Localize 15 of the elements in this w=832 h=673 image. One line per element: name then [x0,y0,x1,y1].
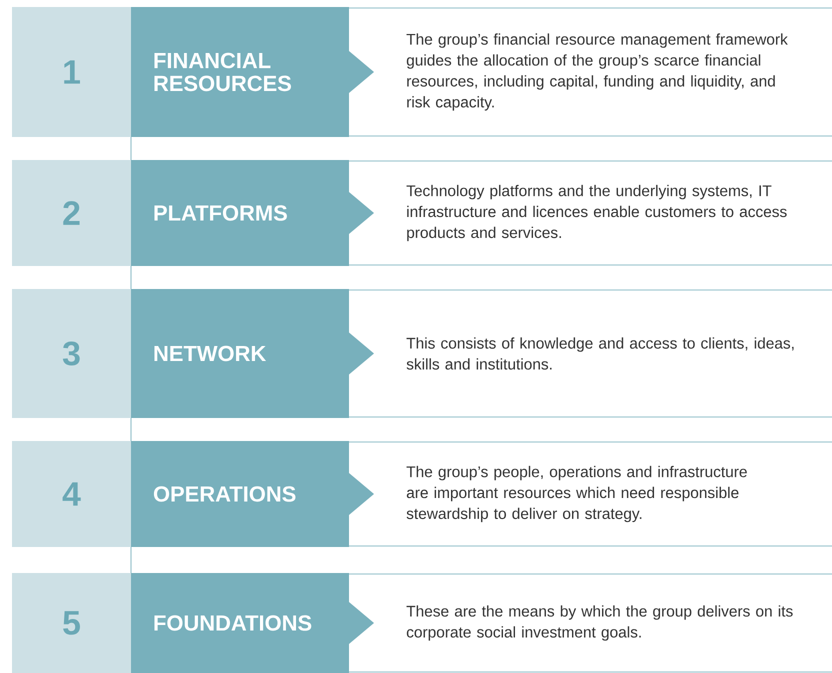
description-box: These are the means by which the group delivers on its corporate social investment goals. [348,574,832,672]
number-box: 4 [12,441,131,547]
description-box: Technology platforms and the underlying systems, IT infrastructure and licences enable customers to access products and services. [348,160,832,266]
number-box: 5 [12,573,131,673]
title-arrow-box: OPERATIONS [131,441,374,547]
title-arrow-box: NETWORK [131,289,374,418]
number-box: 3 [12,289,131,418]
number-box: 1 [12,7,131,137]
description-box: The group’s financial resource management framework guides the allocation of the group’s scarce financial resources, including capital, funding and liquidity, and risk capacity. [348,8,832,136]
description-box: This consists of knowledge and access to clients, ideas, skills and institutions. [348,290,832,418]
description-box: The group’s people, operations and infrastructure are important resources which need responsible stewardship to deliver on strategy. [348,442,832,546]
number-box: 2 [12,160,131,266]
title-arrow-box: PLATFORMS [131,160,374,266]
title-arrow-box: FOUNDATIONS [131,573,374,673]
title-arrow-box: FINANCIAL RESOURCES [131,7,374,137]
